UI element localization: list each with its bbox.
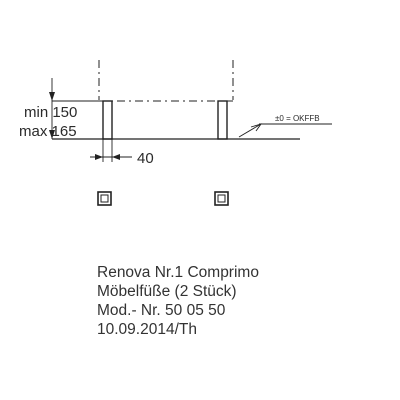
width-arrow-right <box>112 154 120 160</box>
left-foot-top-outer <box>97 191 112 206</box>
cabinet-outline <box>98 60 234 102</box>
level-label: ±0 = OKFFB <box>275 114 320 123</box>
height-min-label: min 150 <box>24 104 77 121</box>
date-author: 10.09.2014/Th <box>97 321 197 338</box>
product-name: Renova Nr.1 Comprimo <box>97 264 259 281</box>
model-number: Mod.- Nr. 50 05 50 <box>97 302 226 319</box>
width-dimension <box>90 139 132 162</box>
height-arrow-bottom <box>49 130 55 139</box>
height-dimension <box>49 78 101 139</box>
level-symbol-leader <box>238 123 262 138</box>
width-arrow-left <box>95 154 103 160</box>
level-symbol <box>238 123 332 138</box>
product-description: Möbelfüße (2 Stück) <box>97 283 237 300</box>
left-foot-top-inner <box>100 194 109 203</box>
width-label: 40 <box>137 150 154 167</box>
right-foot-top-outer <box>214 191 229 206</box>
top-view-feet <box>97 191 229 206</box>
title-block: Renova Nr.1 Comprimo Möbelfüße (2 Stück)… <box>97 263 259 339</box>
height-max-label: max 165 <box>19 123 77 140</box>
left-foot-side <box>102 100 113 140</box>
right-foot-side <box>217 100 228 140</box>
height-arrow-top <box>49 92 55 101</box>
side-view-feet <box>102 100 228 140</box>
right-foot-top-inner <box>217 194 226 203</box>
